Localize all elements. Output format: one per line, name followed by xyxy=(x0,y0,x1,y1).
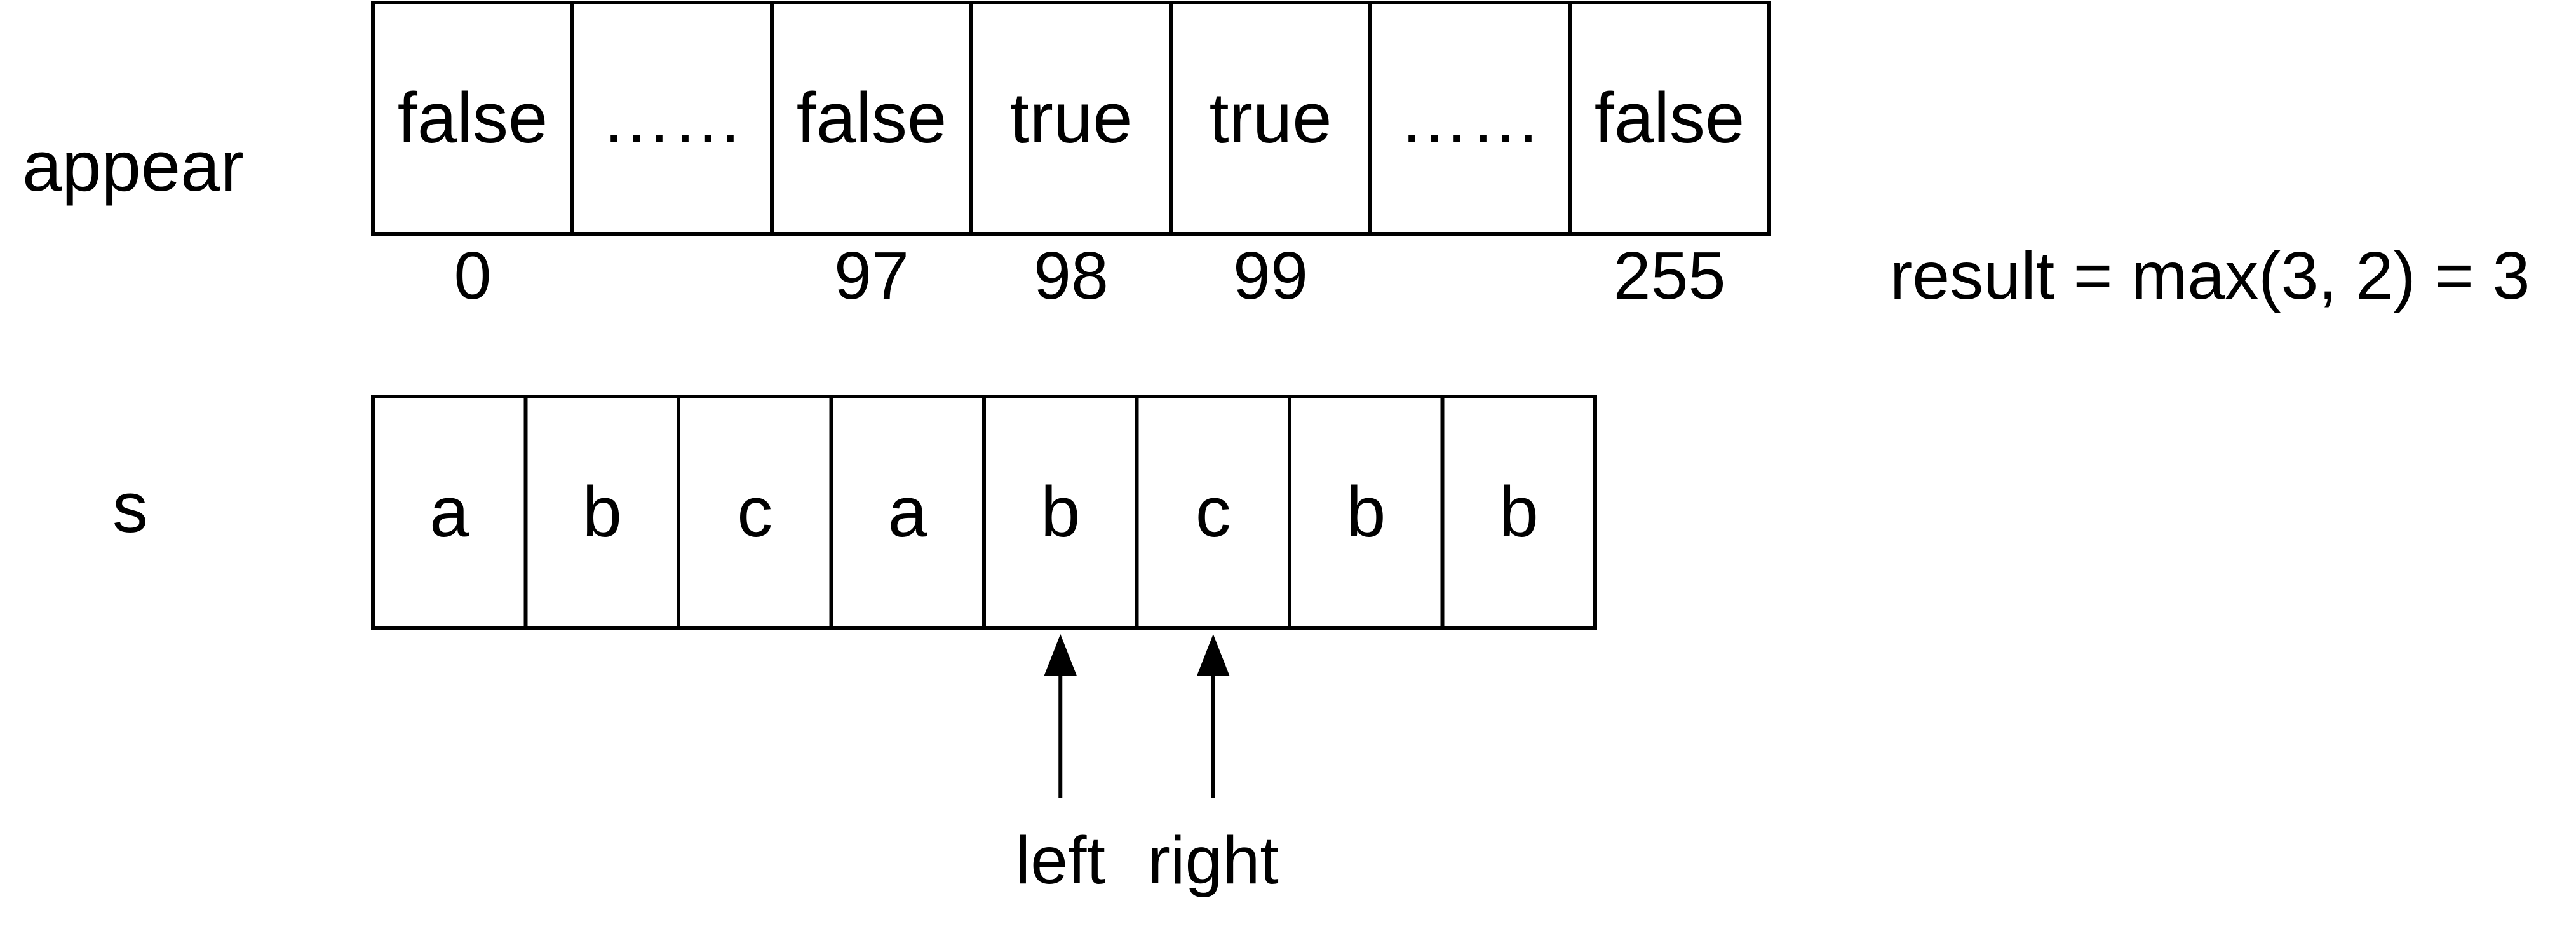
s-cell xyxy=(371,395,528,630)
s-array-label: s xyxy=(112,468,148,547)
left-pointer-label: left xyxy=(1016,823,1105,898)
appear-cell xyxy=(1169,1,1372,236)
s-cell xyxy=(1288,395,1445,630)
s-cell xyxy=(1440,395,1597,630)
s-cell-value: a xyxy=(429,472,469,552)
appear-cell-value: true xyxy=(1210,78,1332,158)
appear-index-label: 255 xyxy=(1614,238,1726,313)
appear-cell xyxy=(1568,1,1771,236)
appear-cell-value: false xyxy=(398,78,548,158)
s-cell-value: b xyxy=(1041,472,1080,552)
appear-index-label: 98 xyxy=(1034,238,1109,313)
left-pointer-arrowhead xyxy=(1044,634,1077,676)
s-cell-value: b xyxy=(1346,472,1386,552)
right-pointer-label: right xyxy=(1148,823,1279,898)
appear-cell-value: false xyxy=(1595,78,1745,158)
appear-cell-value: …… xyxy=(1399,78,1541,158)
appear-cell xyxy=(371,1,574,236)
right-pointer-arrowhead xyxy=(1196,634,1230,676)
left-pointer: left xyxy=(1016,634,1105,898)
appear-array-label: appear xyxy=(22,126,244,206)
appear-index-label: 0 xyxy=(454,238,492,313)
appear-cell-value: …… xyxy=(601,78,743,158)
appear-index-label: 99 xyxy=(1233,238,1308,313)
appear-array: false …… false true true …… false xyxy=(371,1,1771,236)
s-cell xyxy=(1135,395,1291,630)
s-cell xyxy=(523,395,680,630)
s-cell-value: c xyxy=(1196,472,1231,552)
appear-cell-value: false xyxy=(797,78,947,158)
appear-index-label: 97 xyxy=(834,238,909,313)
appear-cell xyxy=(770,1,973,236)
appear-cell-value: true xyxy=(1010,78,1133,158)
s-cell-value: b xyxy=(583,472,622,552)
s-cell-value: b xyxy=(1499,472,1539,552)
right-pointer: right xyxy=(1148,634,1279,898)
s-cell xyxy=(982,395,1139,630)
appear-index-row: 0 97 98 99 255 xyxy=(454,238,1726,313)
s-cell-value: a xyxy=(888,472,928,552)
s-cell-value: c xyxy=(737,472,772,552)
appear-cell xyxy=(1368,1,1572,236)
result-expression: result = max(3, 2) = 3 xyxy=(1890,238,2530,313)
s-cell xyxy=(677,395,833,630)
appear-cell xyxy=(570,1,774,236)
